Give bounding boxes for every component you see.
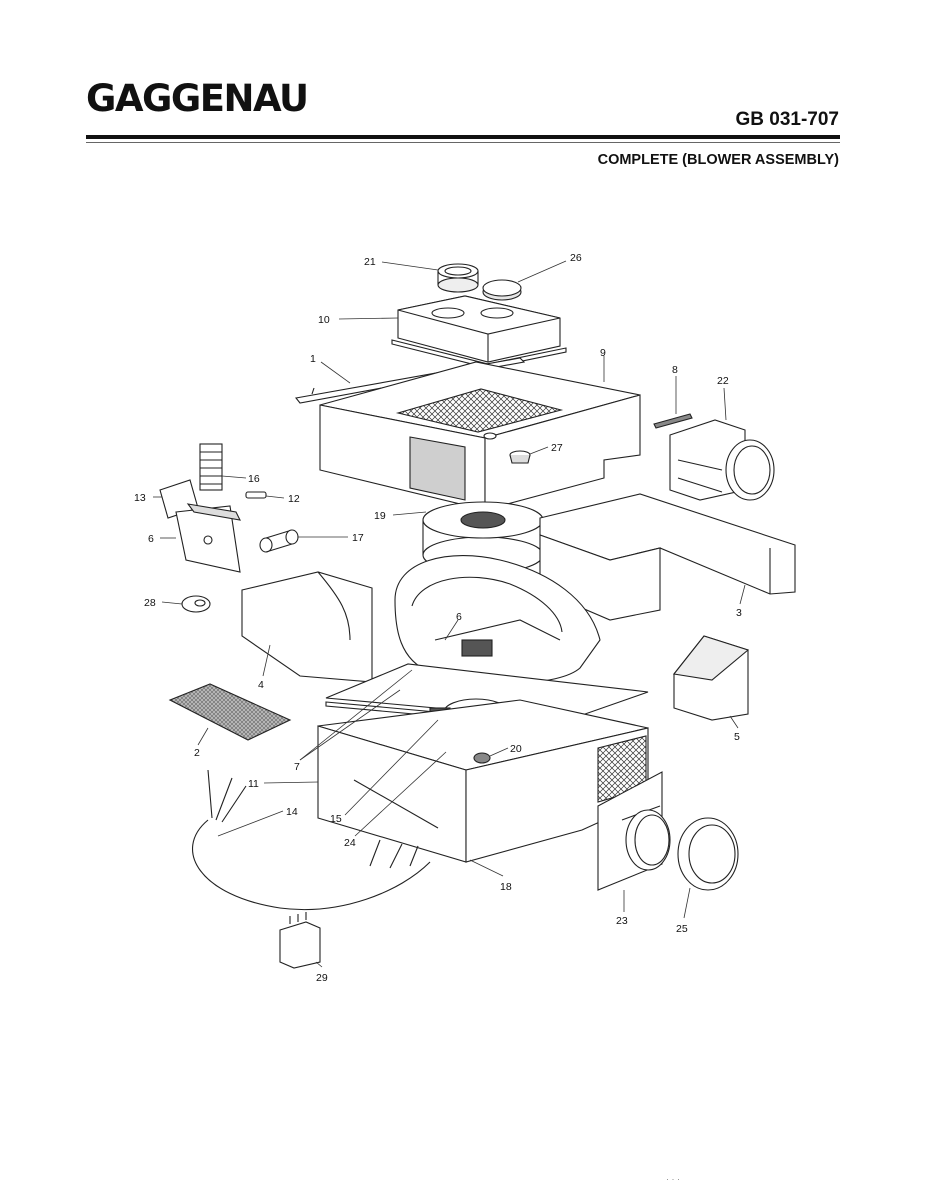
part-26-cap bbox=[482, 279, 522, 301]
callout-label: 15 bbox=[330, 813, 342, 825]
callout-label: 14 bbox=[286, 806, 298, 818]
part-6-mounting-plate bbox=[175, 503, 241, 573]
callout-label: 22 bbox=[717, 375, 729, 387]
callout-label: 28 bbox=[144, 597, 156, 609]
part-10-adapter-box bbox=[391, 295, 567, 369]
part-14-cable bbox=[191, 769, 431, 911]
part-16-terminal-strip bbox=[199, 443, 223, 491]
brand-logo: GAGGENAU bbox=[86, 77, 309, 120]
callout-label: 18 bbox=[500, 881, 512, 893]
callout-label: 6 bbox=[456, 611, 462, 623]
callout-label: 27 bbox=[551, 442, 563, 454]
part-25-round-ring bbox=[677, 817, 739, 891]
callout-label: 5 bbox=[734, 731, 740, 743]
callout-label: 10 bbox=[318, 314, 330, 326]
callout-labels: 21 26 10 1 9 8 22 27 16 13 12 6 17 19 28… bbox=[134, 252, 742, 984]
callout-label: 17 bbox=[352, 532, 364, 544]
leader-lines bbox=[153, 260, 746, 968]
callout-label: 26 bbox=[570, 252, 582, 264]
part-29-relay bbox=[279, 912, 321, 969]
callout-label: 13 bbox=[134, 492, 146, 504]
callout-label: 3 bbox=[736, 607, 742, 619]
part-28-clip bbox=[181, 595, 211, 613]
part-2-grease-filter bbox=[168, 683, 292, 741]
callout-label: 20 bbox=[510, 743, 522, 755]
part-22-duct-adapter bbox=[669, 419, 775, 501]
callout-label: 8 bbox=[672, 364, 678, 376]
callout-label: 6 bbox=[148, 533, 154, 545]
callout-label: 24 bbox=[344, 837, 356, 849]
part-9-main-housing bbox=[319, 361, 641, 511]
part-18-bottom-housing bbox=[317, 699, 649, 863]
callout-label: 7 bbox=[294, 761, 300, 773]
callout-label: 16 bbox=[248, 473, 260, 485]
header-rule-thin bbox=[86, 142, 840, 143]
part-5-duct-block bbox=[672, 635, 750, 721]
footer-marks: · · · bbox=[666, 1174, 680, 1184]
part-23-outlet-plate bbox=[597, 771, 671, 891]
model-number: GB 031-707 bbox=[735, 109, 839, 130]
callout-label: 4 bbox=[258, 679, 264, 691]
callout-label: 21 bbox=[364, 256, 376, 268]
part-27-plug bbox=[509, 450, 531, 464]
header-rule bbox=[86, 135, 840, 139]
callout-label: 19 bbox=[374, 510, 386, 522]
callout-label: 9 bbox=[600, 347, 606, 359]
callout-label: 2 bbox=[194, 747, 200, 759]
page-subtitle: COMPLETE (BLOWER ASSEMBLY) bbox=[597, 152, 839, 168]
callout-label: 1 bbox=[310, 353, 316, 365]
part-8-strip bbox=[653, 413, 693, 429]
part-17-capacitor bbox=[259, 529, 299, 553]
part-12-fuse bbox=[245, 491, 267, 499]
callout-label: 23 bbox=[616, 915, 628, 927]
part-20-grommet bbox=[473, 752, 491, 764]
callout-label: 11 bbox=[248, 778, 259, 790]
callout-label: 12 bbox=[288, 493, 300, 505]
callout-label: 25 bbox=[676, 923, 688, 935]
part-4-filter-frame bbox=[241, 571, 373, 683]
callout-label: 29 bbox=[316, 972, 328, 984]
part-21-round-connector bbox=[437, 263, 479, 293]
